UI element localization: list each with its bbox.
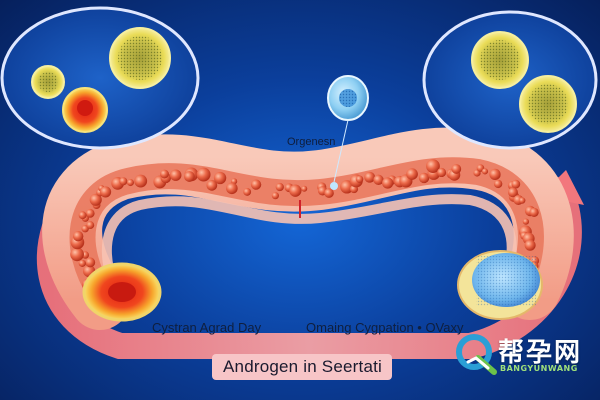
follicle-yellow-small <box>31 65 65 99</box>
cell-bead <box>85 208 95 218</box>
cell-bead <box>289 184 302 197</box>
cell-bead <box>489 168 501 180</box>
follicle-yellow-large <box>109 27 171 89</box>
cell-bead <box>511 179 521 189</box>
watermark-english: BANGYUNWANG <box>500 364 578 373</box>
cell-bead <box>518 197 526 204</box>
cell-bead <box>355 175 364 184</box>
cell-bead <box>382 177 394 189</box>
label-cystran: Cystran Agrad Day <box>152 320 262 335</box>
cell-bead <box>437 167 447 178</box>
cell-bead <box>89 193 102 206</box>
follicle-left <box>82 262 162 322</box>
ovum-cluster-right <box>457 250 543 320</box>
title-banner-bg <box>212 354 392 380</box>
ovum-cell <box>327 75 369 190</box>
cell-bead <box>364 171 376 183</box>
cell-bead <box>373 174 384 186</box>
cell-bead <box>226 182 238 195</box>
cell-bead <box>169 169 182 181</box>
cell-bead <box>524 239 536 251</box>
ovum-pointer-line <box>333 119 349 183</box>
label-omaing: Omaing Cygpation • OVaxy <box>306 320 464 335</box>
follicle-yellow-right-top <box>471 31 529 89</box>
follicle-yellow-right-bottom <box>519 75 577 133</box>
follicle-red-mature <box>62 87 108 133</box>
ovum-small-marker <box>330 182 338 190</box>
cell-bead <box>86 221 95 230</box>
cell-bead <box>85 257 96 268</box>
watermark-q-icon <box>456 334 497 375</box>
cell-bead <box>250 179 262 190</box>
watermark-logo: 帮孕网 BANGYUNWANG <box>454 328 594 380</box>
cell-bead <box>271 192 279 200</box>
cell-bead <box>301 185 308 192</box>
cell-bead <box>126 179 134 187</box>
label-orgenesn: Orgenesn <box>287 136 336 148</box>
title-banner: Androgen in Seertati <box>215 353 390 381</box>
cell-bead <box>206 180 218 191</box>
cell-bead <box>196 167 211 182</box>
cell-bead <box>406 168 418 180</box>
magnified-panel-left <box>0 6 200 150</box>
cell-bead <box>213 171 227 185</box>
watermark-chinese: 帮孕网 <box>498 338 583 368</box>
cell-bead <box>426 159 440 174</box>
cell-bead <box>324 188 334 198</box>
cell-bead <box>99 186 112 198</box>
cell-bead <box>418 172 430 184</box>
cell-bead <box>184 171 195 182</box>
cell-bead <box>70 247 84 262</box>
cell-bead <box>243 187 252 196</box>
cell-bead <box>72 230 84 242</box>
cell-bead <box>508 187 518 198</box>
cell-bead <box>529 207 539 217</box>
cell-bead <box>134 174 148 188</box>
cell-bead <box>78 211 87 220</box>
title-text: Androgen in Seertati <box>223 357 382 376</box>
magnified-panel-right <box>422 10 598 150</box>
cell-bead <box>160 169 169 179</box>
cell-bead <box>481 168 489 175</box>
cell-bead <box>275 182 284 192</box>
cell-bead <box>119 177 128 186</box>
cell-bead <box>451 164 462 174</box>
cell-bead <box>78 259 86 267</box>
cell-bead <box>522 218 530 225</box>
cell-bead <box>493 179 503 189</box>
